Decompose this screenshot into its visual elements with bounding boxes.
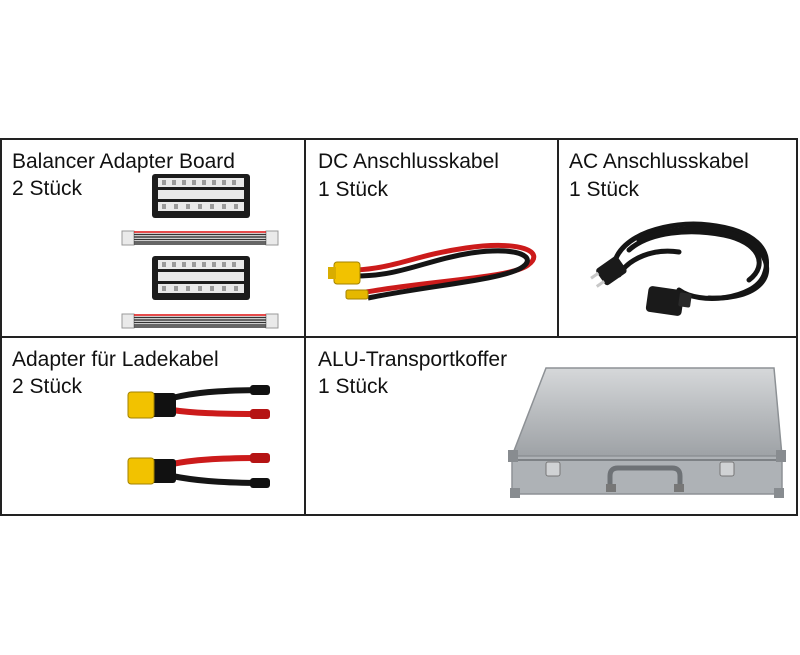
ac-cable-image xyxy=(590,221,770,316)
item-qty: 2 Stück xyxy=(12,375,83,398)
divider-horizontal xyxy=(2,336,796,338)
item-title: Adapter für Ladekabel xyxy=(12,348,219,371)
charge-adapter-image xyxy=(127,385,270,488)
item-qty: 2 Stück xyxy=(12,177,83,200)
item-title: ALU-Transportkoffer xyxy=(318,348,508,371)
item-title: Balancer Adapter Board xyxy=(12,150,235,173)
cell-ac-cable: AC Anschlusskabel 1 Stück xyxy=(559,140,796,336)
divider-vertical-1 xyxy=(304,140,306,514)
alu-case-image xyxy=(508,367,786,498)
item-title: AC Anschlusskabel xyxy=(569,150,749,173)
dc-cable-image xyxy=(328,243,537,301)
item-qty: 1 Stück xyxy=(569,178,640,201)
balancer-board-image xyxy=(121,174,279,329)
item-qty: 1 Stück xyxy=(318,375,389,398)
cell-alu-case: ALU-Transportkoffer 1 Stück xyxy=(306,338,796,514)
divider-vertical-2 xyxy=(557,140,559,338)
cell-dc-cable: DC Anschlusskabel 1 Stück xyxy=(306,140,557,336)
item-qty: 1 Stück xyxy=(318,178,389,201)
accessory-grid: Balancer Adapter Board 2 Stück xyxy=(0,138,798,516)
cell-charge-adapter: Adapter für Ladekabel 2 Stück xyxy=(2,338,304,514)
item-title: DC Anschlusskabel xyxy=(318,150,499,173)
cell-balancer-adapter-board: Balancer Adapter Board 2 Stück xyxy=(2,140,304,336)
